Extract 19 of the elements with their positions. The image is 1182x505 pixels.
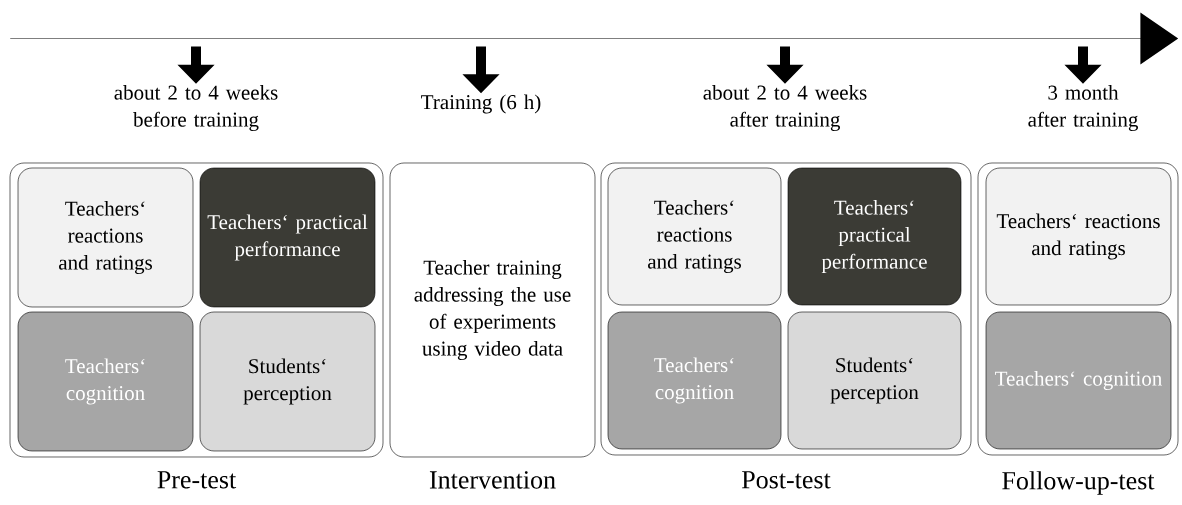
- stage-label: Follow-up-test: [1002, 471, 1155, 495]
- time-label: Training (6 h): [421, 94, 541, 114]
- time-label: 3 month after training: [1028, 84, 1138, 132]
- time-label: about 2 to 4 weeks before training: [114, 84, 278, 132]
- stage-label: Post-test: [742, 471, 831, 489]
- measure-box: Teachers‘ reactions and ratings: [607, 167, 782, 306]
- measure-box: Students‘ perception: [787, 311, 962, 450]
- stage-label: Intervention: [429, 471, 556, 489]
- measure-box: Teachers‘ cognition: [607, 311, 782, 450]
- time-label: about 2 to 4 weeks after training: [703, 84, 867, 132]
- stage-label: Pre-test: [157, 471, 237, 489]
- measure-box: Students‘ perception: [199, 311, 376, 452]
- measure-box: Teachers‘ practical performance: [787, 167, 962, 306]
- measure-box: Teachers‘ practical performance: [199, 167, 376, 308]
- measure-box: Teachers‘ reactions and ratings: [17, 167, 194, 308]
- measure-box: Teachers‘ reactions and ratings: [985, 167, 1172, 306]
- process-box: Teacher training addressing the use of experiments using video data: [389, 162, 596, 458]
- measure-box: Teachers‘ cognition: [17, 311, 194, 452]
- measure-box: Teachers‘ cognition: [985, 311, 1172, 450]
